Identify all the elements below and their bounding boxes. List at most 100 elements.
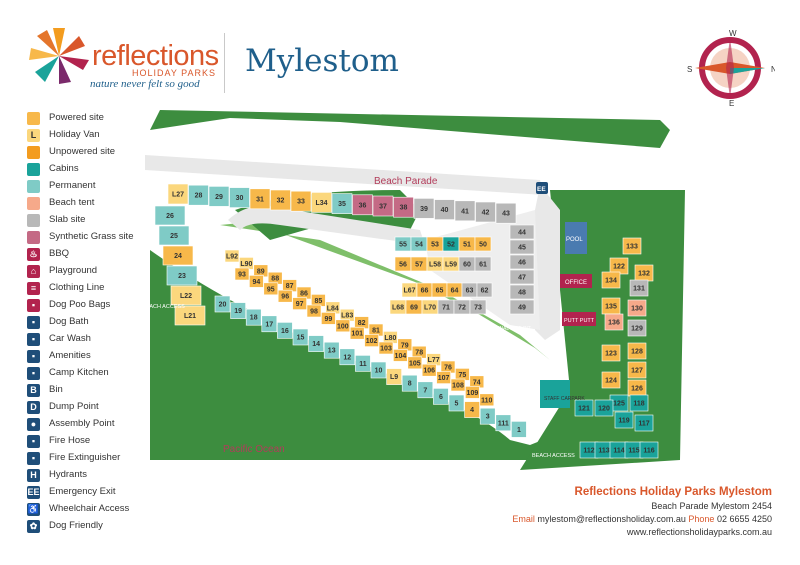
site-label: L9 (390, 374, 398, 381)
site-label: 23 (178, 273, 186, 280)
legend-label: Emergency Exit (49, 486, 116, 497)
site-label: L22 (180, 293, 192, 300)
site-47 (509, 269, 535, 285)
site-109 (465, 386, 480, 399)
site-label: 61 (479, 262, 487, 269)
site-121 (574, 399, 594, 417)
northern-grass (150, 110, 670, 148)
site-label: L90 (240, 261, 252, 268)
site-label: 102 (366, 338, 378, 345)
site-label: 55 (399, 242, 407, 249)
site-5 (448, 394, 465, 412)
site-label: 7 (423, 387, 427, 394)
site-99 (321, 312, 336, 325)
site-14 (308, 335, 324, 352)
site-label: 46 (518, 260, 526, 267)
site-label: 120 (598, 406, 610, 413)
legend-label: Car Wash (49, 333, 91, 344)
site-label: 75 (459, 372, 467, 379)
legend-symbol-icon: ▪ (27, 367, 40, 380)
legend-symbol-icon (27, 231, 40, 244)
site-97 (292, 297, 307, 310)
legend-label: Dog Friendly (49, 520, 103, 531)
site-136 (604, 313, 624, 331)
site-label: 50 (479, 242, 487, 249)
site-label: 44 (518, 230, 526, 237)
site-label: 14 (312, 341, 320, 348)
legend-label: Dump Point (49, 401, 99, 412)
site-44 (509, 224, 535, 240)
office-label: OFFICE (565, 280, 587, 286)
legend-symbol-icon: ▪ (27, 316, 40, 329)
site-111 (495, 414, 512, 432)
legend-item: ♨BBQ (27, 247, 197, 264)
site-label: 31 (256, 196, 264, 203)
legend-symbol-icon: D (27, 401, 40, 414)
site-label: 111 (498, 420, 509, 427)
site-label: 132 (638, 271, 650, 278)
email-label: Email (512, 514, 535, 524)
site-label: 4 (470, 407, 474, 414)
site-label: 15 (297, 335, 305, 342)
site-label: 62 (481, 288, 489, 295)
site-1 (511, 421, 527, 438)
legend-label: Cabins (49, 163, 79, 174)
site-3 (479, 407, 496, 425)
site-73 (469, 299, 487, 315)
site-label: 117 (638, 421, 649, 428)
site-label: 131 (633, 286, 645, 293)
site-45 (509, 239, 535, 255)
legend-label: Dog Poo Bags (49, 299, 111, 310)
site-8 (401, 374, 418, 392)
emergency-exit-icon (536, 182, 548, 194)
site-label: 17 (265, 321, 273, 328)
site-label: 13 (328, 348, 336, 355)
site-L27 (167, 183, 189, 205)
legend-label: Amenities (49, 350, 91, 361)
site-label: L59 (445, 262, 457, 269)
site-49 (509, 299, 535, 315)
site-label: 25 (170, 233, 178, 240)
legend-symbol-icon: ♿ (27, 503, 40, 516)
legend-symbol-icon: ✿ (27, 520, 40, 533)
legend-symbol-icon: L (27, 129, 40, 142)
site-18 (245, 308, 262, 326)
site-label: 37 (379, 204, 387, 211)
communal-fire-pit-label: COMMUNAL FIRE PIT (480, 326, 531, 332)
brand-name: reflections (92, 40, 219, 72)
site-label: 99 (325, 316, 333, 323)
compass-rose-icon: N S E W (687, 29, 775, 108)
legend-label: Holiday Van (49, 129, 100, 140)
website-link[interactable]: www.reflectionsholidayparks.com.au (626, 527, 772, 537)
site-label: 133 (626, 244, 638, 251)
legend-symbol-icon: ♨ (27, 248, 40, 261)
site-128 (627, 342, 647, 360)
contact-email-phone: Email mylestom@reflectionsholiday.com.au… (470, 514, 772, 524)
legend-item: ▪Fire Extinguisher (27, 451, 197, 468)
legend-symbol-icon (27, 180, 40, 193)
legend-symbol-icon: ● (27, 418, 40, 431)
site-L9 (386, 368, 402, 385)
site-38 (393, 196, 414, 218)
site-104 (393, 349, 408, 362)
site-46 (509, 254, 535, 270)
site-label: 116 (643, 448, 654, 455)
site-37 (372, 195, 394, 217)
site-label: 57 (415, 262, 423, 269)
legend-label: Synthetic Grass site (49, 231, 134, 242)
legend-label: Wheelchair Access (49, 503, 130, 514)
site-101 (349, 326, 365, 340)
beach-parade-label: Beach Parade (374, 176, 438, 187)
site-label: 28 (195, 193, 203, 200)
site-label: 88 (271, 276, 279, 283)
email-link[interactable]: mylestom@reflectionsholiday.com.au (537, 514, 686, 524)
site-label: 63 (466, 288, 474, 295)
phone-number[interactable]: 02 6655 4250 (716, 514, 772, 524)
site-label: 42 (482, 210, 490, 217)
pool (565, 222, 587, 254)
site-label: 110 (481, 397, 492, 404)
